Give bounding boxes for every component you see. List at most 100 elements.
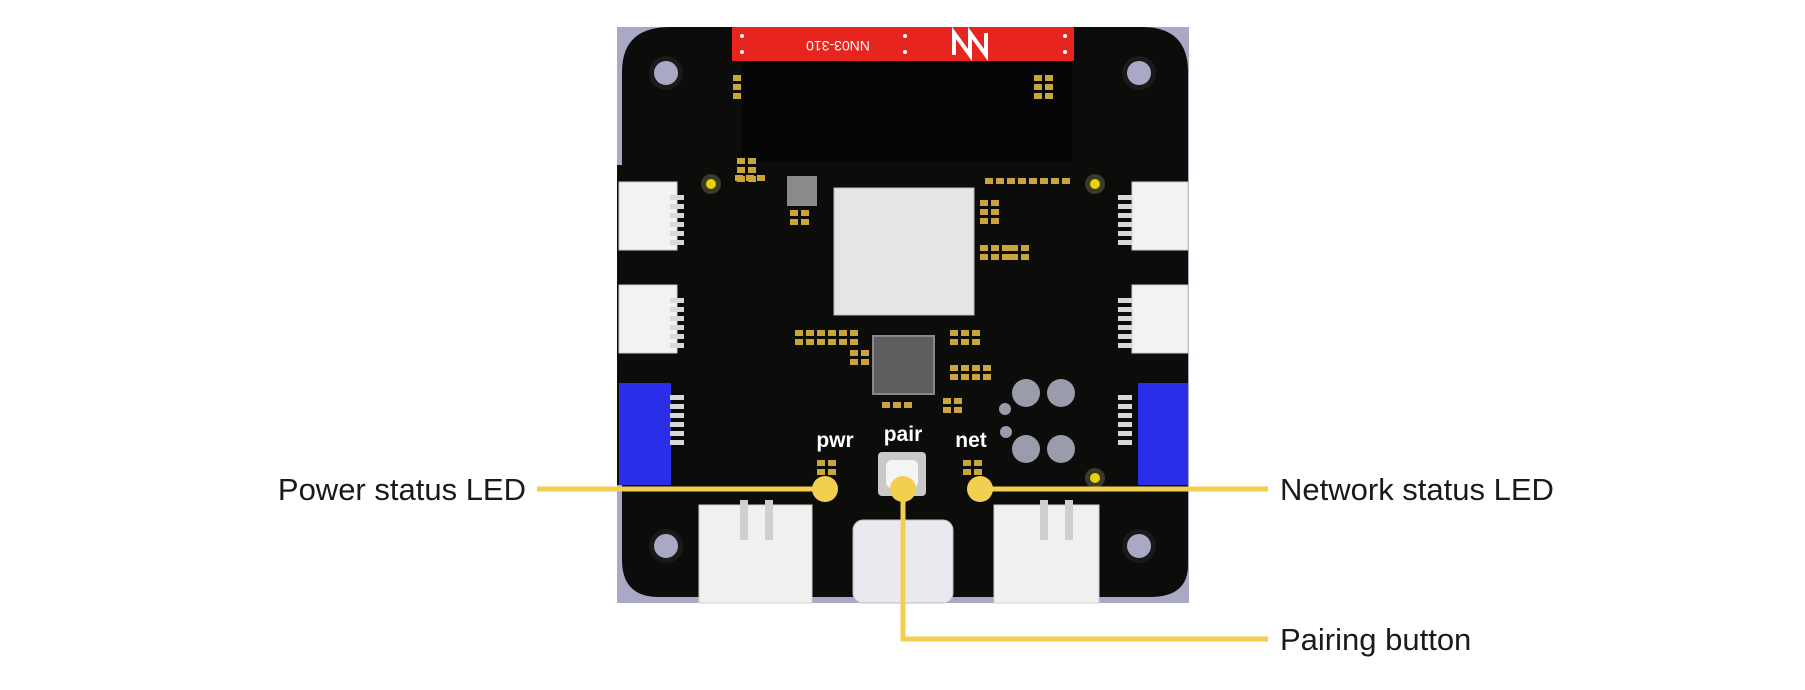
smd-pad (882, 402, 890, 408)
smd-pad (1010, 254, 1018, 260)
mcu-chip (872, 335, 935, 395)
smd-pad (1034, 93, 1042, 99)
connector-pin (1118, 395, 1132, 400)
smd-pad (974, 469, 982, 475)
smd-pad (757, 175, 765, 181)
connector-pin (1118, 298, 1132, 303)
smd-pad (817, 330, 825, 336)
smd-pad (806, 330, 814, 336)
connector-pin (670, 298, 684, 303)
smd-pad (1018, 178, 1026, 184)
smd-pad (980, 200, 988, 206)
side-connectors (618, 181, 1189, 354)
smd-pad (954, 398, 962, 404)
connector-pin (670, 413, 684, 418)
silk-pwr-label: pwr (816, 429, 853, 452)
connector-pin (1118, 413, 1132, 418)
callout-dots (812, 476, 993, 502)
smd-pad (904, 402, 912, 408)
connector-pin (670, 440, 684, 445)
smd-pad (972, 339, 980, 345)
silk-net-label: net (955, 429, 987, 452)
smd-pad (1021, 254, 1029, 260)
smd-pad (1010, 245, 1018, 251)
smd-pad (974, 460, 982, 466)
smd-pad (980, 245, 988, 251)
smd-pad (991, 200, 999, 206)
connector-pin (670, 431, 684, 436)
smd-pad (980, 218, 988, 224)
smd-pad (817, 469, 825, 475)
power-led-marker (812, 476, 838, 502)
bottom-connectors (698, 500, 1100, 604)
smd-pad (983, 374, 991, 380)
smd-pad (961, 365, 969, 371)
connector-pin (670, 213, 684, 218)
connector-pin (1118, 325, 1132, 330)
connector-pin (670, 195, 684, 200)
smd-pad (801, 210, 809, 216)
connector-pin (670, 334, 684, 339)
smd-pad (746, 175, 754, 181)
smd-pad (996, 178, 1004, 184)
smd-pad (790, 219, 798, 225)
smd-pad (861, 359, 869, 365)
gold-vias (701, 174, 1105, 488)
smd-pad (1007, 178, 1015, 184)
smd-pad (991, 254, 999, 260)
capacitors (999, 379, 1075, 463)
smd-pad (950, 339, 958, 345)
header-strip: NN03-310 (732, 26, 1074, 62)
smd-pad (980, 254, 988, 260)
antenna-cavity (742, 62, 1072, 162)
pairing-button-marker (890, 476, 916, 502)
smd-pad (748, 167, 756, 173)
smd-pad (850, 330, 858, 336)
smd-pad (828, 339, 836, 345)
smd-pad (972, 330, 980, 336)
part-number-label: NN03-310 (806, 38, 870, 54)
network-status-led-label: Network status LED (1280, 472, 1554, 507)
smd-pad (861, 350, 869, 356)
smd-pad (817, 460, 825, 466)
smd-pad (1002, 245, 1010, 251)
connector-pin (1118, 222, 1132, 227)
smd-pad (733, 93, 741, 99)
rf-shield (833, 187, 975, 316)
connector-pin (1118, 213, 1132, 218)
smd-pad (991, 218, 999, 224)
connector-pin (670, 240, 684, 245)
smd-pad (1034, 84, 1042, 90)
smd-pad (893, 402, 901, 408)
connector-pins (670, 195, 1132, 445)
callout-lines (537, 486, 1268, 642)
smd-pad (1040, 178, 1048, 184)
smd-pad (1029, 178, 1037, 184)
connector-pin (670, 316, 684, 321)
smd-pad (748, 158, 756, 164)
smd-pad (972, 365, 980, 371)
connector-pin (1118, 307, 1132, 312)
smd-pad (943, 398, 951, 404)
mounting-holes (649, 56, 1156, 563)
blue-connectors (619, 383, 1188, 485)
smd-pad (980, 209, 988, 215)
smd-pad (817, 339, 825, 345)
smd-pad (1062, 178, 1070, 184)
power-status-led-label: Power status LED (278, 472, 526, 507)
smd-pad (795, 330, 803, 336)
connector-pin (1118, 334, 1132, 339)
smd-pad (828, 469, 836, 475)
smd-pad (950, 365, 958, 371)
connector-pin (1118, 422, 1132, 427)
connector-pin (1118, 316, 1132, 321)
smd-pad (950, 330, 958, 336)
smd-pad (950, 374, 958, 380)
connector-pin (1118, 404, 1132, 409)
connector-pin (670, 307, 684, 312)
smd-pad (839, 339, 847, 345)
connector-pin (670, 204, 684, 209)
smd-pad (737, 167, 745, 173)
